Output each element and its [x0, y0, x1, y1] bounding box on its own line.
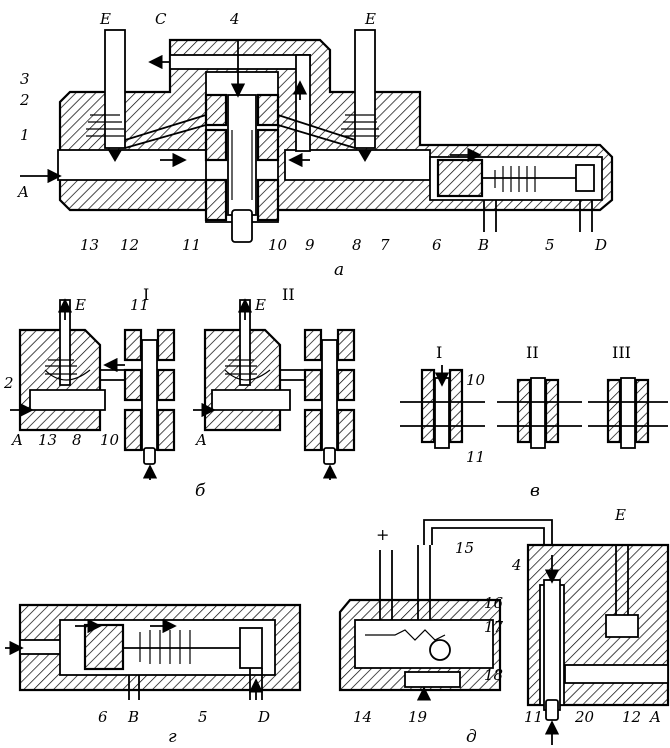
caption-v: в — [530, 481, 540, 501]
figure-d — [338, 519, 670, 745]
label-9: 9 — [305, 236, 315, 254]
figure-b-labels: I II E 11 2 A 13 8 10 E A б — [3, 285, 295, 501]
label-E: E — [614, 506, 626, 524]
label-C: C — [155, 10, 167, 28]
port-d — [579, 200, 593, 232]
label-15: 15 — [455, 539, 474, 557]
figure-a-labels: E C 4 E 3 2 1 A 13 12 11 10 9 8 7 6 B 5 … — [16, 10, 607, 280]
label-B: B — [477, 236, 489, 254]
label-8: 8 — [72, 431, 82, 449]
label-B: B — [127, 708, 139, 726]
inlet-channel — [57, 149, 209, 181]
label-11: 11 — [466, 448, 485, 466]
state-label: III — [612, 343, 631, 362]
spring-right — [341, 114, 379, 137]
figure-a — [20, 29, 614, 243]
outlet-channel — [284, 149, 431, 181]
label-13: 13 — [80, 236, 99, 254]
label-D: D — [257, 708, 270, 726]
label-6: 6 — [432, 236, 442, 254]
label-19: 19 — [408, 708, 428, 726]
label-E: E — [99, 10, 111, 28]
label-18: 18 — [484, 666, 503, 684]
port-e-right — [354, 29, 376, 149]
label-13: 13 — [38, 431, 57, 449]
figure-g — [5, 603, 302, 700]
label-8: 8 — [352, 236, 362, 254]
figure-b — [10, 298, 356, 480]
label-1: 1 — [20, 126, 30, 144]
label-plus: + — [376, 525, 389, 544]
port-e-left — [104, 29, 126, 149]
caption-d: д — [466, 727, 477, 747]
label-11: 11 — [182, 236, 201, 254]
label-6: 6 — [98, 708, 108, 726]
figure-g-labels: 6 B 5 D г — [98, 708, 270, 747]
caption-a: а — [334, 260, 344, 280]
label-A: A — [10, 431, 23, 449]
port-b — [483, 200, 497, 232]
state-label: II — [526, 343, 539, 362]
label-10: 10 — [268, 236, 288, 254]
figure-v-labels: I II III 10 11 в — [436, 343, 631, 501]
label-20: 20 — [574, 708, 595, 726]
piston-6 — [436, 158, 484, 198]
port-c-riser — [295, 54, 311, 152]
label-16: 16 — [484, 594, 504, 612]
label-12: 12 — [120, 236, 139, 254]
label-12: 12 — [622, 708, 641, 726]
label-4: 4 — [511, 556, 522, 574]
label-A: A — [16, 183, 29, 201]
label-5: 5 — [545, 236, 555, 254]
label-11: 11 — [130, 296, 149, 314]
label-E: E — [74, 296, 86, 314]
label-A: A — [194, 431, 207, 449]
port-c-channel — [169, 54, 311, 70]
label-10: 10 — [466, 371, 486, 389]
state-label: I — [436, 343, 442, 362]
label-D: D — [594, 236, 607, 254]
state-label: II — [282, 285, 295, 304]
spring-left — [86, 114, 124, 137]
spool-pin — [231, 209, 253, 243]
caption-b: б — [195, 481, 206, 501]
state-label: I — [143, 285, 149, 304]
label-5: 5 — [198, 708, 208, 726]
label-14: 14 — [353, 708, 372, 726]
label-4: 4 — [229, 10, 240, 28]
label-7: 7 — [380, 236, 390, 254]
label-17: 17 — [484, 618, 504, 636]
label-2: 2 — [19, 91, 30, 109]
label-3: 3 — [20, 70, 30, 88]
label-11: 11 — [524, 708, 543, 726]
figure-v — [400, 365, 668, 449]
label-E: E — [364, 10, 376, 28]
label-2: 2 — [3, 374, 14, 392]
label-A: A — [648, 708, 661, 726]
label-10: 10 — [100, 431, 120, 449]
caption-g: г — [168, 727, 177, 747]
figure-d-labels: + 15 4 E 16 17 18 14 19 11 20 12 A д — [353, 506, 661, 747]
label-E: E — [254, 296, 266, 314]
